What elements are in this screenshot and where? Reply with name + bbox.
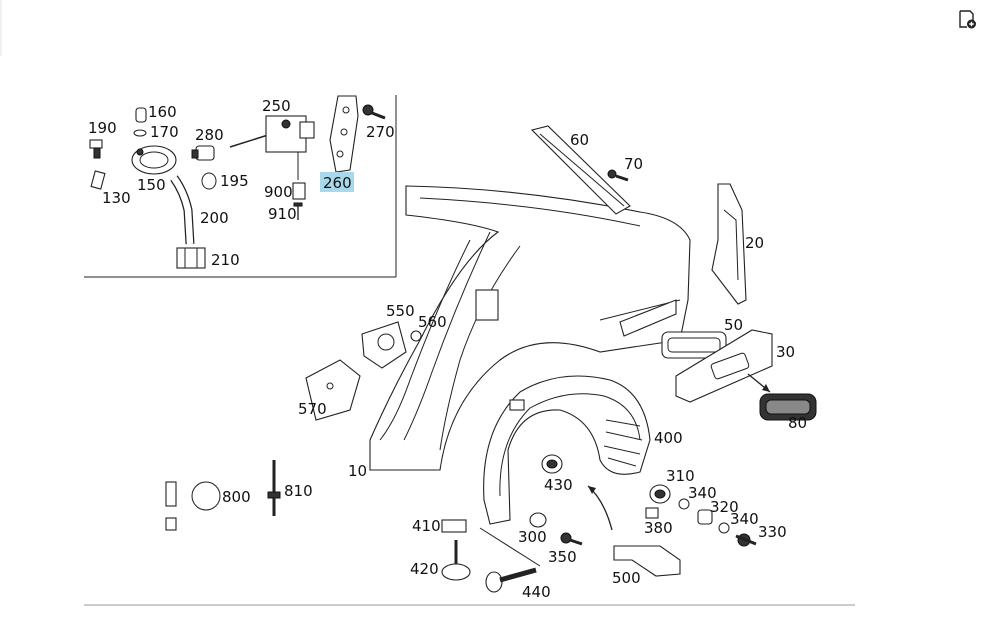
part-250-actuator[interactable]	[229, 115, 315, 180]
part-310-bumper[interactable]	[649, 484, 671, 504]
part-150-housing[interactable]	[131, 145, 177, 175]
part-210-bracket[interactable]	[176, 247, 206, 269]
label-350[interactable]: 350	[548, 548, 577, 566]
label-430[interactable]: 430	[544, 476, 573, 494]
part-50-seal[interactable]	[661, 331, 727, 359]
label-260[interactable]: 260	[323, 174, 352, 192]
part-440-rivet[interactable]	[485, 567, 537, 593]
label-250[interactable]: 250	[262, 97, 291, 115]
part-260-bracket[interactable]	[329, 95, 359, 173]
part-320-spacer[interactable]	[697, 509, 713, 525]
label-10[interactable]: 10	[348, 462, 367, 480]
label-20[interactable]: 20	[745, 234, 764, 252]
leader-line-440	[479, 527, 541, 567]
label-190[interactable]: 190	[88, 119, 117, 137]
part-340b-washer[interactable]	[718, 522, 730, 534]
label-440[interactable]: 440	[522, 583, 551, 601]
part-330-bolt[interactable]	[735, 533, 757, 547]
part-380-nut[interactable]	[645, 507, 659, 519]
part-270-bolt[interactable]	[362, 104, 386, 120]
label-550[interactable]: 550	[386, 302, 415, 320]
arrow-500	[587, 485, 613, 531]
part-300-nut[interactable]	[529, 512, 547, 528]
label-80[interactable]: 80	[788, 414, 807, 432]
label-60[interactable]: 60	[570, 131, 589, 149]
part-560-nut[interactable]	[410, 330, 422, 342]
part-430-grommet[interactable]	[541, 454, 563, 474]
label-30[interactable]: 30	[776, 343, 795, 361]
part-20-pillar[interactable]	[711, 183, 747, 305]
label-380[interactable]: 380	[644, 519, 673, 537]
inset-frame	[84, 95, 397, 278]
part-500-trim[interactable]	[613, 545, 681, 577]
label-200[interactable]: 200	[200, 209, 229, 227]
part-570-bracket[interactable]	[305, 359, 361, 421]
add-to-document-icon[interactable]	[956, 8, 978, 30]
label-340-a[interactable]: 340	[688, 484, 717, 502]
label-195[interactable]: 195	[220, 172, 249, 190]
label-160[interactable]: 160	[148, 103, 177, 121]
label-270[interactable]: 270	[366, 123, 395, 141]
label-560[interactable]: 560	[418, 313, 447, 331]
part-10-rear-quarter-panel[interactable]	[369, 185, 691, 471]
part-900-connector[interactable]	[292, 182, 306, 200]
label-500[interactable]: 500	[612, 569, 641, 587]
part-130-clip[interactable]	[90, 170, 106, 190]
part-200-hose[interactable]	[170, 175, 195, 245]
label-910[interactable]: 910	[268, 205, 297, 223]
part-60-rail[interactable]	[530, 125, 631, 215]
part-80-light[interactable]	[747, 373, 817, 421]
label-70[interactable]: 70	[624, 155, 643, 173]
label-320[interactable]: 320	[710, 498, 739, 516]
part-280-cap[interactable]	[191, 145, 215, 161]
toolbar	[0, 0, 986, 56]
part-420-screw[interactable]	[441, 540, 471, 581]
label-570[interactable]: 570	[298, 400, 327, 418]
left-edge-divider	[0, 0, 2, 56]
label-300[interactable]: 300	[518, 528, 547, 546]
label-170[interactable]: 170	[150, 123, 179, 141]
label-900[interactable]: 900	[264, 183, 293, 201]
part-195-seal[interactable]	[201, 172, 217, 190]
part-400-wheel-arch-liner[interactable]	[483, 375, 651, 525]
part-30-panel[interactable]	[675, 329, 773, 403]
label-50[interactable]: 50	[724, 316, 743, 334]
label-150[interactable]: 150	[137, 176, 166, 194]
part-410-clip[interactable]	[441, 519, 467, 533]
part-350-bolt[interactable]	[560, 532, 583, 546]
part-550-plate[interactable]	[361, 321, 407, 369]
part-170-ring[interactable]	[133, 129, 147, 137]
label-210[interactable]: 210	[211, 251, 240, 269]
label-280[interactable]: 280	[195, 126, 224, 144]
label-800[interactable]: 800	[222, 488, 251, 506]
part-810-stud[interactable]	[267, 460, 281, 516]
label-420[interactable]: 420	[410, 560, 439, 578]
selected-part-highlight	[320, 172, 354, 192]
label-330[interactable]: 330	[758, 523, 787, 541]
label-310[interactable]: 310	[666, 467, 695, 485]
label-340-b[interactable]: 340	[730, 510, 759, 528]
label-810[interactable]: 810	[284, 482, 313, 500]
part-340a-washer[interactable]	[678, 498, 690, 510]
label-400[interactable]: 400	[654, 429, 683, 447]
part-800-bolt-kit[interactable]	[165, 481, 221, 531]
part-70-bolt[interactable]	[607, 169, 629, 182]
label-130[interactable]: 130	[102, 189, 131, 207]
part-160-plug[interactable]	[135, 107, 147, 123]
label-410[interactable]: 410	[412, 517, 441, 535]
part-190-screw[interactable]	[89, 139, 103, 159]
part-910-pin[interactable]	[293, 202, 303, 220]
